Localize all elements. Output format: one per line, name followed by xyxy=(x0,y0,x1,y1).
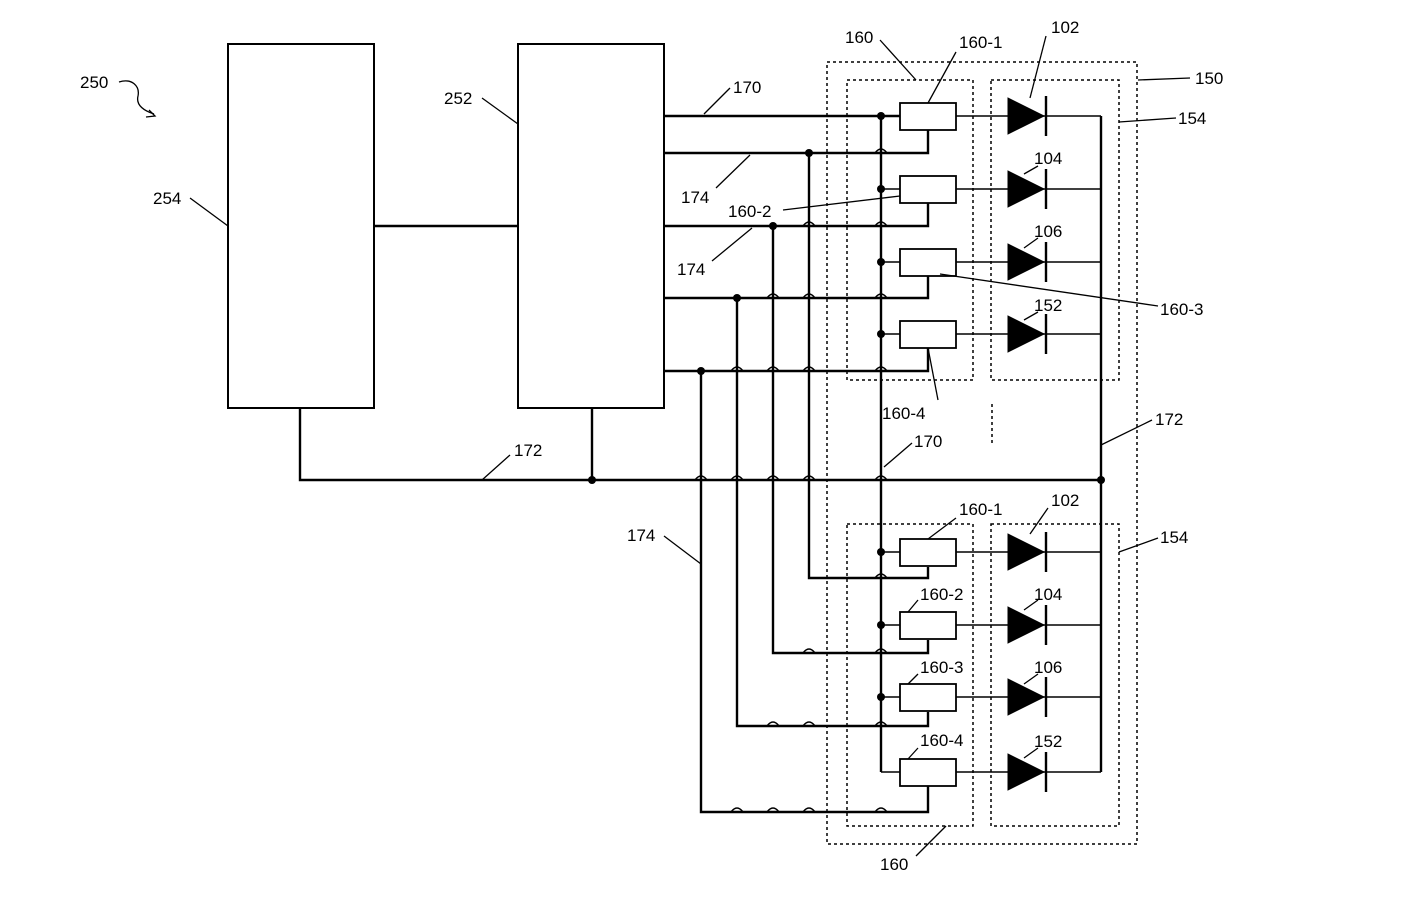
diodes xyxy=(1007,96,1048,792)
regulator-label: 160-3 xyxy=(920,658,963,677)
leader-lines xyxy=(118,35,1191,857)
control-line-label: 174 xyxy=(677,260,705,279)
regulator-box xyxy=(899,320,957,349)
regulator-box xyxy=(899,611,957,640)
diode-icon xyxy=(1007,169,1048,209)
diode-icon xyxy=(1007,605,1048,645)
junction-dots xyxy=(588,112,1105,701)
emitter-label: 106 xyxy=(1034,658,1062,677)
array-group-label: 154 xyxy=(1160,528,1188,547)
regulator-label: 160-1 xyxy=(959,500,1002,519)
diode-icon xyxy=(1007,96,1048,136)
regulator-box xyxy=(899,102,957,131)
diode-icon xyxy=(1007,532,1048,572)
regulator-label: 160-1 xyxy=(959,33,1002,52)
diode-icon xyxy=(1007,314,1048,354)
control-line-label: 174 xyxy=(627,526,655,545)
regulator-box xyxy=(899,175,957,204)
regulator-label: 160-2 xyxy=(920,585,963,604)
wire-crossings xyxy=(694,148,888,813)
regulator-group-lower xyxy=(846,523,974,827)
emitter-wiring xyxy=(956,115,1101,773)
emitter-label: 152 xyxy=(1034,296,1062,315)
emitter-label: 104 xyxy=(1034,149,1062,168)
regulator-box xyxy=(899,683,957,712)
controller-block xyxy=(227,43,375,409)
supply-line-label-mid: 170 xyxy=(914,432,942,451)
enclosures xyxy=(826,61,1138,845)
regulator-label: 160-3 xyxy=(1160,300,1203,319)
regulator-label: 160-2 xyxy=(728,202,771,221)
driver-label: 252 xyxy=(444,89,472,108)
control-line-label: 174 xyxy=(681,188,709,207)
regulator-box xyxy=(899,538,957,567)
diode-icon xyxy=(1007,242,1048,282)
array-group-upper xyxy=(990,79,1120,381)
figure-ref-label: 250 xyxy=(80,73,108,92)
controller-label: 254 xyxy=(153,189,181,208)
array-group-lower xyxy=(990,523,1120,827)
wiring xyxy=(298,114,1103,814)
ground-line-label: 172 xyxy=(514,441,542,460)
supply-line-label-top: 170 xyxy=(733,78,761,97)
module-label: 150 xyxy=(1195,69,1223,88)
emitter-label: 104 xyxy=(1034,585,1062,604)
regulator-group-upper xyxy=(846,79,974,381)
regulator-label: 160-4 xyxy=(920,731,963,750)
emitter-label: 102 xyxy=(1051,18,1079,37)
emitter-label: 106 xyxy=(1034,222,1062,241)
emitter-label: 102 xyxy=(1051,491,1079,510)
labels: 250 254 252 170 174 174 172 170 174 172 … xyxy=(80,18,1223,874)
driver-block xyxy=(517,43,665,409)
regulator-box xyxy=(899,248,957,277)
regulator-group-label: 160 xyxy=(880,855,908,874)
diode-icon xyxy=(1007,752,1048,792)
emitter-label: 152 xyxy=(1034,732,1062,751)
regulators xyxy=(899,102,957,787)
regulator-label: 160-4 xyxy=(882,404,925,423)
ground-line-label: 172 xyxy=(1155,410,1183,429)
diode-icon xyxy=(1007,677,1048,717)
regulator-box xyxy=(899,758,957,787)
array-group-label: 154 xyxy=(1178,109,1206,128)
regulator-group-label: 160 xyxy=(845,28,873,47)
